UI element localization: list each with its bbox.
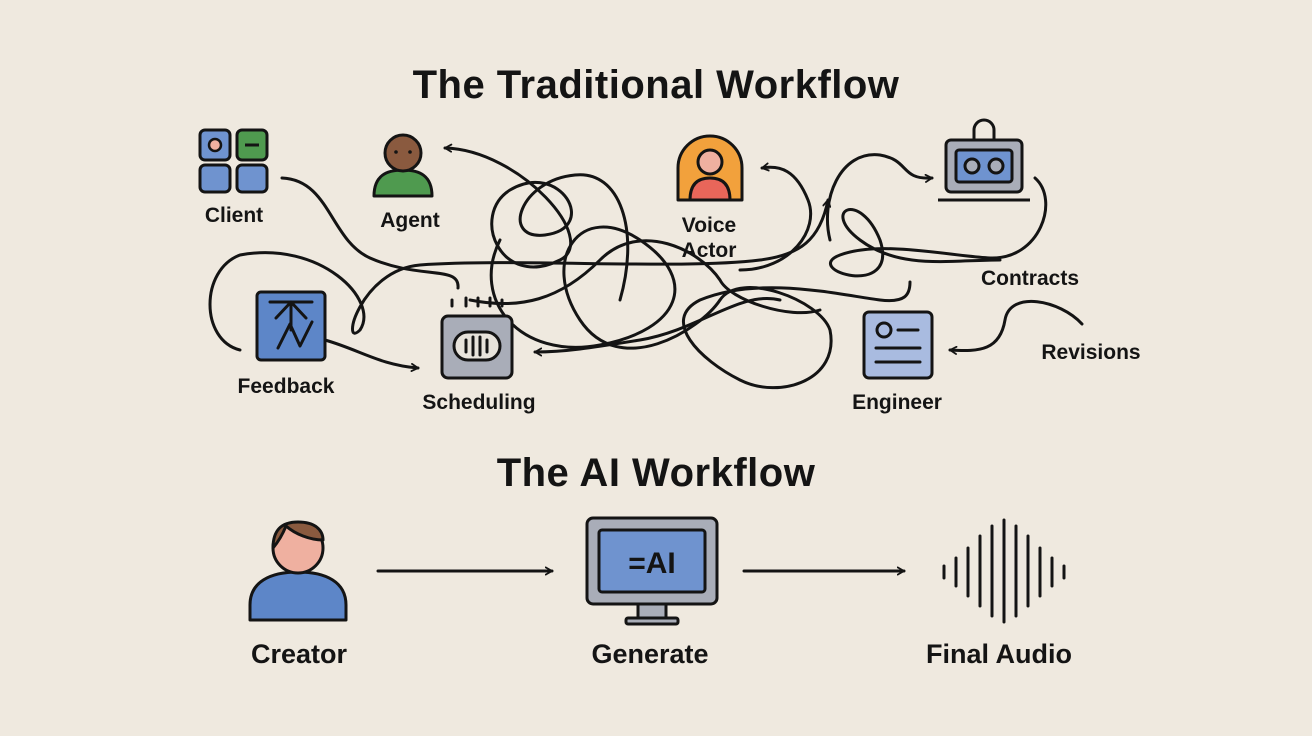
tangled-connectors xyxy=(208,143,1084,390)
contracts-label: Contracts xyxy=(980,267,1080,290)
feedback-label: Feedback xyxy=(237,375,335,398)
monitor-icon xyxy=(585,516,719,626)
audio-interface-icon xyxy=(938,118,1030,202)
app-grid-icon xyxy=(198,128,269,194)
connector-mixer-loop xyxy=(829,176,1048,278)
portrait-frame-icon xyxy=(676,134,744,202)
traditional-title: The Traditional Workflow xyxy=(412,63,900,107)
monitor-screen-text: =AI xyxy=(628,547,676,580)
client-label: Client xyxy=(204,204,264,227)
connector-revisions-to-engineer xyxy=(948,299,1084,355)
scheduling-label: Scheduling xyxy=(422,391,536,414)
creator-label: Creator xyxy=(250,639,348,669)
feedback-board-icon xyxy=(255,290,327,362)
connector-loop-to-agent xyxy=(443,143,630,302)
connector-through-middle xyxy=(468,239,822,315)
final-audio-label: Final Audio xyxy=(926,639,1072,669)
generate-label: Generate xyxy=(591,639,709,669)
ai-title: The AI Workflow xyxy=(496,451,816,495)
document-icon xyxy=(862,310,934,380)
person-icon xyxy=(372,133,434,198)
connector-client-to-scheduling xyxy=(280,176,460,368)
connector-to-scheduling-right xyxy=(533,297,782,357)
connector-big-loop xyxy=(489,225,912,390)
engineer-label: Engineer xyxy=(852,391,942,414)
connector-feedback-loop xyxy=(208,198,832,352)
voice-actor-label: Voice Actor xyxy=(682,213,737,263)
sound-wave-icon xyxy=(942,518,1066,624)
revisions-label: Revisions xyxy=(1041,341,1141,364)
voice-actor-label-line2: Actor xyxy=(681,239,737,262)
person-icon xyxy=(248,520,348,622)
connector-to-voice-actor xyxy=(738,162,813,272)
agent-label: Agent xyxy=(380,209,440,232)
connector-to-mixer xyxy=(825,153,934,242)
voice-actor-label-line1: Voice xyxy=(681,214,737,237)
waveform-box-icon xyxy=(440,296,514,380)
